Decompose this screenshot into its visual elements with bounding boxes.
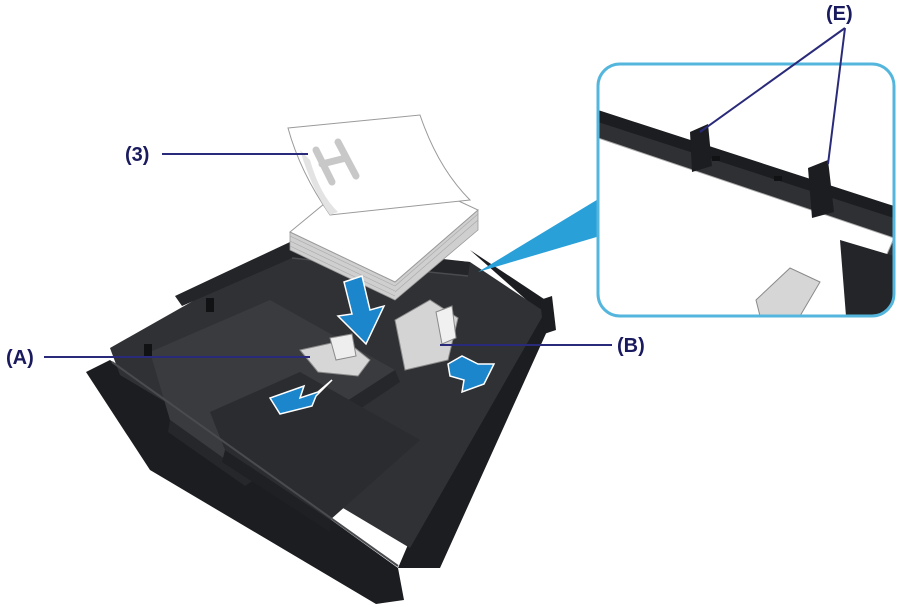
zoom-paper xyxy=(598,137,894,316)
cassette-extension-edge xyxy=(222,450,330,532)
paper-stack-line-2 xyxy=(289,240,396,292)
callout-line-e-left xyxy=(699,27,846,133)
label-front-guide: (A) xyxy=(6,347,34,369)
paper-stack-line-1 xyxy=(289,235,396,287)
cassette-slot-left-2 xyxy=(206,298,214,312)
zoom-beam xyxy=(478,198,600,272)
arrow-down xyxy=(336,275,386,346)
paper-stack-line-5 xyxy=(394,219,479,293)
paper-letter-mark xyxy=(312,138,360,186)
paper-guide-b xyxy=(394,299,459,371)
paper-top-sheet xyxy=(287,114,472,216)
paper-stack-line-3 xyxy=(289,245,396,297)
zoom-tab-right xyxy=(808,160,834,218)
zoom-slot-1 xyxy=(712,156,720,161)
cassette-edge-highlight xyxy=(111,361,399,567)
zoom-tab-left xyxy=(690,124,712,172)
label-side-guide: (B) xyxy=(617,335,645,357)
zoom-slot-2 xyxy=(774,176,782,181)
label-paper-stack: (3) xyxy=(125,144,150,166)
callout-lines xyxy=(44,27,846,358)
paper-top-sheet-curl xyxy=(300,150,338,215)
label-guide-tabs: (E) xyxy=(826,3,853,25)
callout-line-e-right xyxy=(827,27,846,165)
paper-stack xyxy=(287,114,479,301)
zoom-guide xyxy=(755,267,821,316)
cassette-tray xyxy=(86,242,556,604)
zoom-right-block xyxy=(840,240,894,316)
cassette-right-post xyxy=(540,296,556,334)
zoom-inset-border xyxy=(596,62,896,318)
cassette-slot-left-1 xyxy=(144,344,152,358)
paper-guide-a xyxy=(299,333,371,377)
arrow-right-down xyxy=(447,355,496,394)
paper-guide-a-tab xyxy=(329,333,357,361)
paper-guide-b-tab xyxy=(435,305,457,345)
paper-stack-line-4 xyxy=(394,213,479,287)
cassette-extension xyxy=(210,372,420,520)
arrow-left-down xyxy=(268,379,333,415)
blue-arrows xyxy=(268,275,496,415)
zoom-inset xyxy=(596,62,896,318)
